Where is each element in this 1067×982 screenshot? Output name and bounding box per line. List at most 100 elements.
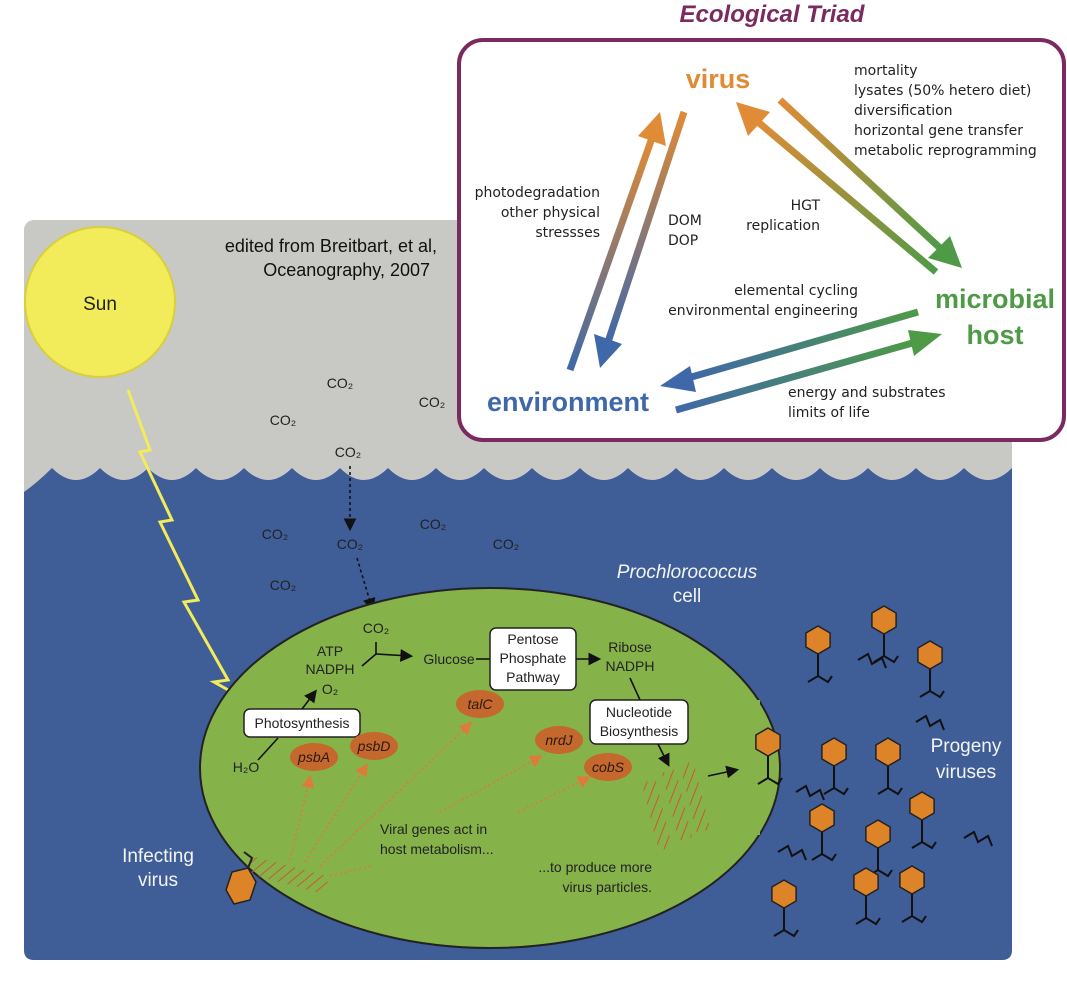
progeny-virus-icon <box>809 803 837 862</box>
triad-effect-label: other physical <box>501 205 600 221</box>
triad-effect-label: photodegradation <box>475 185 600 201</box>
biosynthesis-label: Biosynthesis <box>600 723 679 739</box>
triad-effect-label: environmental engineering <box>668 303 858 319</box>
triad-arrow-env-to-virus <box>566 112 666 372</box>
triad-effect-label: HGT <box>791 198 821 214</box>
sun-label: Sun <box>83 294 117 315</box>
svg-text:talC: talC <box>468 696 494 712</box>
o2-label: O₂ <box>322 681 338 697</box>
cell-label-2: cell <box>673 586 702 607</box>
triad-effect-label: diversification <box>854 103 953 119</box>
progeny-label-2: viruses <box>936 762 996 783</box>
viral-genes-label-1: Viral genes act in <box>380 821 487 837</box>
co2-label: CO₂ <box>419 394 445 410</box>
triad-effect-label: mortality <box>854 63 918 79</box>
co2-labels: CO₂ CO₂ CO₂ CO₂ CO₂ CO₂ CO₂ CO₂ CO₂ <box>262 375 519 593</box>
pentose-label: Pentose <box>507 631 559 647</box>
cell-label: Prochlorococcus <box>617 562 758 583</box>
gene-cobs: cobS <box>584 753 632 781</box>
sunlight-bolt <box>126 389 247 702</box>
triad-effect-label: DOP <box>668 233 698 249</box>
co2-label: CO₂ <box>493 536 519 552</box>
co2-label: CO₂ <box>270 577 296 593</box>
triad-effect-label: elemental cycling <box>734 283 858 299</box>
infecting-virus-icon <box>225 851 257 905</box>
virus-env-effects: DOM DOP <box>668 213 702 249</box>
co2-label: CO₂ <box>335 444 361 460</box>
co2-label: CO₂ <box>327 375 353 391</box>
triad-effect-label: stressses <box>535 225 600 241</box>
credit-line-1: edited from Breitbart, et al, <box>225 236 437 256</box>
credit-line-2: Oceanography, 2007 <box>263 260 430 280</box>
host-env-effects: elemental cycling environmental engineeri… <box>668 283 858 319</box>
svg-text:psbD: psbD <box>357 738 391 754</box>
gene-nrdj: nrdJ <box>535 726 583 754</box>
virus-tail-fragment <box>963 830 993 847</box>
co2-diffusion-arrow <box>356 557 376 612</box>
viral-gene-arrows <box>289 721 591 877</box>
triad-effect-label: lysates (50% hetero diet) <box>854 83 1031 99</box>
progeny-virus-icon <box>875 737 903 796</box>
produce-label-1: ...to produce more <box>538 859 652 875</box>
virus-tail-fragment <box>857 652 887 669</box>
svg-text:cobS: cobS <box>592 759 625 775</box>
triad-node-host-2: host <box>967 320 1024 350</box>
triad-arrow-host-to-env <box>660 308 919 392</box>
svg-text:psbA: psbA <box>297 749 330 765</box>
triad-effect-label: metabolic reprogramming <box>854 143 1037 159</box>
host-virus-effects: HGT replication <box>746 198 820 234</box>
triad-effect-label: horizontal gene transfer <box>854 123 1023 139</box>
glucose-label: Glucose <box>423 651 475 667</box>
triad-arrow-host-to-virus <box>736 102 939 275</box>
virus-tail-fragment <box>777 844 807 861</box>
co2-label: CO₂ <box>270 412 296 428</box>
progeny-virus-icon <box>871 605 899 664</box>
triad-effect-label: limits of life <box>788 405 870 421</box>
nucleotide-box <box>589 699 689 745</box>
progeny-virus-icon <box>755 727 783 786</box>
produce-label-2: virus particles. <box>563 879 652 895</box>
photosynthesis-label: Photosynthesis <box>255 715 350 731</box>
co2-label: CO₂ <box>262 526 288 542</box>
progeny-virus-icon <box>771 879 799 938</box>
progeny-virus-icon <box>853 867 881 926</box>
triad-node-environment: environment <box>487 387 649 417</box>
co2-in-cell: CO₂ <box>363 620 389 636</box>
triad-effect-label: energy and substrates <box>788 385 946 401</box>
triad-arrow-env-to-host <box>675 330 942 414</box>
virus-tail-fragment <box>915 714 945 731</box>
triad-arrow-virus-to-env <box>594 110 688 368</box>
svg-text:nrdJ: nrdJ <box>545 732 573 748</box>
progeny-virus-icon <box>909 791 937 850</box>
phosphate-label: Phosphate <box>500 650 567 666</box>
virus-tail-fragment <box>795 784 825 801</box>
co2-label: CO₂ <box>420 516 446 532</box>
triad-effect-label: replication <box>746 218 820 234</box>
glucose-arrow <box>375 649 414 662</box>
nucleotide-label: Nucleotide <box>606 704 672 720</box>
progeny-virus-icon <box>821 737 849 796</box>
triad-node-host-1: microbial <box>935 284 1055 314</box>
infecting-virus-label-2: virus <box>138 870 178 891</box>
triad-effect-label: DOM <box>668 213 702 229</box>
pathway-label: Pathway <box>506 669 560 685</box>
progeny-virus-icon <box>899 865 927 924</box>
dna-strand <box>247 761 711 895</box>
h2o-label: H₂O <box>233 759 260 775</box>
progeny-virus-icon <box>917 640 945 699</box>
env-host-effects: energy and substrates limits of life <box>788 385 946 421</box>
triad-node-virus: virus <box>686 64 751 94</box>
atp-label: ATP <box>317 643 343 659</box>
progeny-viruses <box>755 605 993 938</box>
infecting-virus-label: Infecting <box>122 846 194 867</box>
progeny-virus-icon <box>865 819 893 878</box>
ribose-label: Ribose <box>608 639 652 655</box>
triad-arrow-virus-to-host <box>777 97 962 268</box>
prochlorococcus-cell <box>199 587 781 949</box>
progeny-label: Progeny <box>931 736 1002 757</box>
sun-icon: Sun <box>24 226 176 378</box>
co2-label: CO₂ <box>337 536 363 552</box>
triad-title: Ecological Triad <box>680 1 866 28</box>
progeny-virus-icon <box>805 625 833 684</box>
